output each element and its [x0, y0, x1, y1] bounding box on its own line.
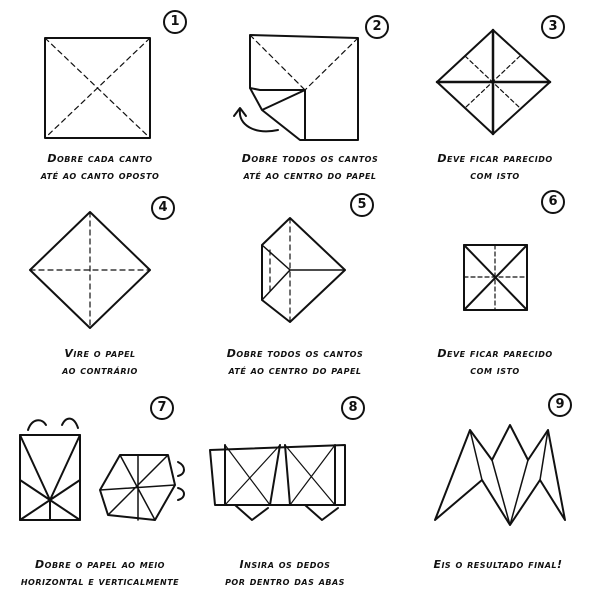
- caption-line: Vire o papel: [64, 347, 136, 360]
- caption-line: Deve ficar parecido: [437, 152, 553, 165]
- step-7-caption: Dobre o papel ao meio horizontal e vertic…: [0, 556, 200, 590]
- step-5-caption: Dobre todos os cantos até ao centro do pa…: [195, 345, 395, 379]
- step-2-caption: Dobre todos os cantos até ao centro do pa…: [210, 150, 410, 184]
- step-8-drawing: [209, 444, 346, 521]
- finger-pocket-icon: [234, 504, 339, 521]
- step-number: 3: [541, 15, 565, 39]
- step-1-drawing: [44, 37, 151, 139]
- step-number: 8: [341, 396, 365, 420]
- fold-arrow-icon: [177, 461, 185, 501]
- step-number: 9: [548, 393, 572, 417]
- step-number: 5: [350, 193, 374, 217]
- step-number: 4: [151, 196, 175, 220]
- caption-line: com isto: [470, 364, 520, 377]
- step-3-drawing: [435, 28, 552, 136]
- caption-line: Deve ficar parecido: [437, 347, 553, 360]
- step-number: 7: [150, 396, 174, 420]
- step-7-drawing: [19, 417, 185, 521]
- caption-line: Dobre todos os cantos: [241, 152, 379, 165]
- step-4-drawing: [29, 211, 151, 329]
- step-number: 2: [365, 15, 389, 39]
- step-9-drawing: [434, 424, 566, 526]
- caption-line: Dobre todos os cantos: [226, 347, 364, 360]
- step-number: 6: [541, 190, 565, 214]
- step-8-caption: Insira os dedos por dentro das abas: [185, 556, 385, 590]
- step-5-drawing: [261, 217, 346, 323]
- caption-line: por dentro das abas: [225, 575, 345, 588]
- step-1-caption: Dobre cada canto até ao canto oposto: [0, 150, 200, 184]
- caption-line: ao contrário: [62, 364, 138, 377]
- caption-line: Eis o resultado final!: [433, 558, 563, 571]
- step-6-drawing: [463, 244, 528, 311]
- caption-line: Insira os dedos: [239, 558, 331, 571]
- caption-line: Dobre cada canto: [47, 152, 153, 165]
- caption-line: até ao centro do papel: [228, 364, 362, 377]
- caption-line: Dobre o papel ao meio: [35, 558, 165, 571]
- step-4-caption: Vire o papel ao contrário: [0, 345, 200, 379]
- rotate-arrow-icon: [27, 417, 79, 431]
- step-number: 1: [163, 10, 187, 34]
- caption-line: até ao canto oposto: [40, 169, 160, 182]
- caption-line: até ao centro do papel: [243, 169, 377, 182]
- caption-line: horizontal e verticalmente: [20, 575, 180, 588]
- step-2-drawing: [233, 34, 359, 141]
- step-6-caption: Deve ficar parecido com isto: [395, 345, 595, 379]
- caption-line: com isto: [470, 169, 520, 182]
- step-9-caption: Eis o resultado final!: [398, 556, 598, 573]
- fold-arrow-icon: [238, 109, 279, 133]
- step-3-caption: Deve ficar parecido com isto: [395, 150, 595, 184]
